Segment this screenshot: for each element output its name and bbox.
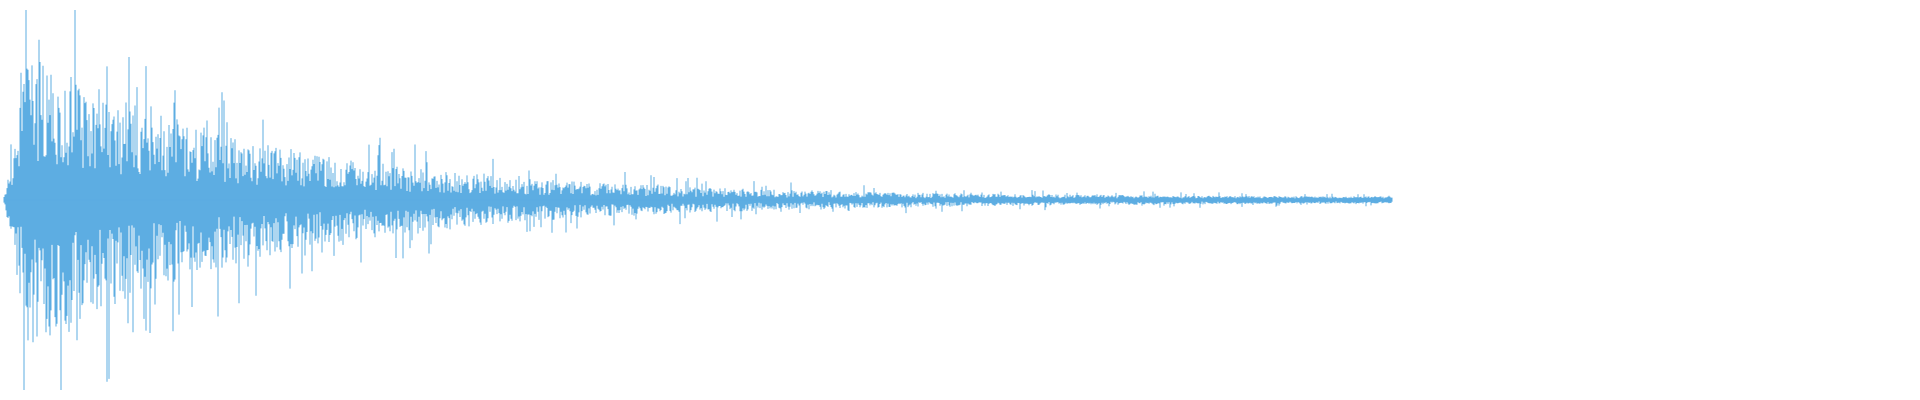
audio-waveform (3, 10, 1393, 390)
waveform-panel (3, 10, 1393, 390)
